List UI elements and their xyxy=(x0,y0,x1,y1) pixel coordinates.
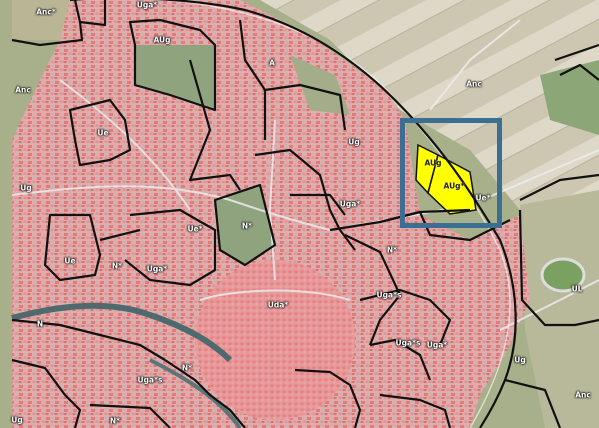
historic-center xyxy=(195,260,355,420)
river xyxy=(11,302,233,363)
farmland-east xyxy=(520,190,599,428)
green-field-east xyxy=(540,60,599,135)
green-area-north xyxy=(135,45,215,110)
highlighted-parcel-aug-star[interactable] xyxy=(427,153,477,215)
zone-boundaries xyxy=(11,0,599,428)
highlight-box xyxy=(400,118,502,228)
green-area-northeast xyxy=(290,55,350,115)
green-area-center xyxy=(215,185,275,265)
farmland-northeast xyxy=(260,0,599,250)
sports-track xyxy=(540,257,586,293)
ring-road xyxy=(70,0,511,428)
canal-south xyxy=(149,358,242,428)
